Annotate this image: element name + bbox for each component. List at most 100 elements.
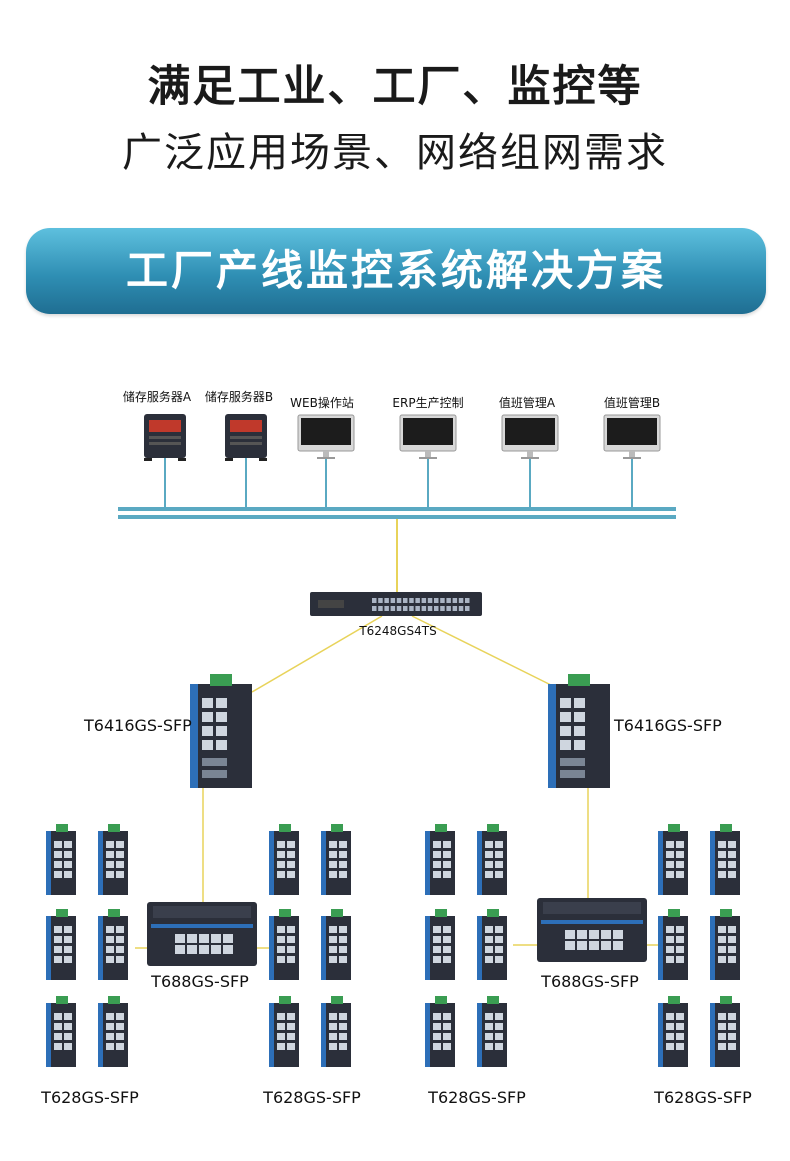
edge-port [339,936,347,943]
din-clip [108,996,120,1004]
edge-port [666,946,674,953]
edge-port [116,1043,124,1050]
access-accent [541,920,643,924]
edge-port [718,1043,726,1050]
core-port [403,606,408,611]
agg-port [202,726,213,736]
access-port [565,941,575,950]
edge-port [666,956,674,963]
edge-port [116,956,124,963]
edge-switch-icon [321,996,351,1067]
agg-sfp [560,770,585,778]
agg-sfp [560,758,585,766]
edge-port [433,1043,441,1050]
edge-accent [658,1003,663,1067]
edge-switch-icon [98,909,128,980]
server-slot [149,436,181,439]
edge-accent [658,916,663,980]
edge-port [433,871,441,878]
core-port [396,606,402,611]
din-clip [279,909,291,917]
edge-port [106,926,114,933]
edge-port [443,861,451,868]
edge-port [443,1013,451,1020]
edge-port [64,841,72,848]
din-clip [56,824,68,832]
edge-switch-icon [321,909,351,980]
edge-port [116,1033,124,1040]
edge-port [277,956,285,963]
core-port [434,606,439,611]
edge-port [287,841,295,848]
server-slot [149,442,181,445]
monitor-stand [323,451,329,457]
edge-port [495,861,503,868]
server-panel [230,420,262,432]
monitor-icon [501,414,559,459]
edge-port [443,871,451,878]
edge-port [485,1043,493,1050]
edge-port [666,926,674,933]
edge-label-1: T628GS-SFP [262,1088,361,1107]
edge-port [485,936,493,943]
access-port [223,934,233,943]
edge-port [329,871,337,878]
edge-accent [425,831,430,895]
din-clip [210,674,232,686]
edge-port [728,1043,736,1050]
edge-port [54,1043,62,1050]
edge-port [728,936,736,943]
edge-port [329,1033,337,1040]
agg-port [216,712,227,722]
access-port [187,945,197,954]
edge-port [718,871,726,878]
edge-accent [321,831,326,895]
monitor-stand [527,451,533,457]
core-panel [318,600,344,608]
core-switch-body [310,592,482,616]
headline-line-1: 满足工业、工厂、监控等 [147,62,643,112]
edge-port [666,1043,674,1050]
edge-accent [321,916,326,980]
core-port [458,598,464,603]
edge-port [116,946,124,953]
edge-port [495,1033,503,1040]
din-clip [435,824,447,832]
edge-port [329,1013,337,1020]
edge-port [339,871,347,878]
edge-switch-icon [710,824,740,895]
edge-port [339,841,347,848]
edge-switch-icon [658,824,688,895]
server-slot [230,442,262,445]
edge-port [443,841,451,848]
edge-port [718,926,726,933]
access-port [199,934,209,943]
edge-port [54,851,62,858]
aggregation-switch-right-icon [548,674,610,788]
core-port [390,598,396,603]
edge-port [676,926,684,933]
access-port [211,934,221,943]
monitor-screen [301,418,351,445]
core-port [372,606,377,611]
access-switch-right-icon [537,898,647,962]
monitor-icon [603,414,661,459]
banner-title: 工厂产线监控系统解决方案 [125,246,666,295]
edge-switch-icon [477,824,507,895]
edge-label-3: T628GS-SFP [653,1088,752,1107]
agg-port [216,740,227,750]
edge-port [329,1023,337,1030]
agg-port [574,740,585,750]
edge-port [433,851,441,858]
access-port [589,941,599,950]
edge-port [287,861,295,868]
edge-port [64,851,72,858]
edge-switch-icon [98,824,128,895]
din-clip [720,909,732,917]
core-port [378,606,383,611]
edge-switch-icon [425,824,455,895]
access-label-0: T688GS-SFP [150,972,249,991]
agg-port [202,698,213,708]
edge-port [329,946,337,953]
edge-port [64,871,72,878]
